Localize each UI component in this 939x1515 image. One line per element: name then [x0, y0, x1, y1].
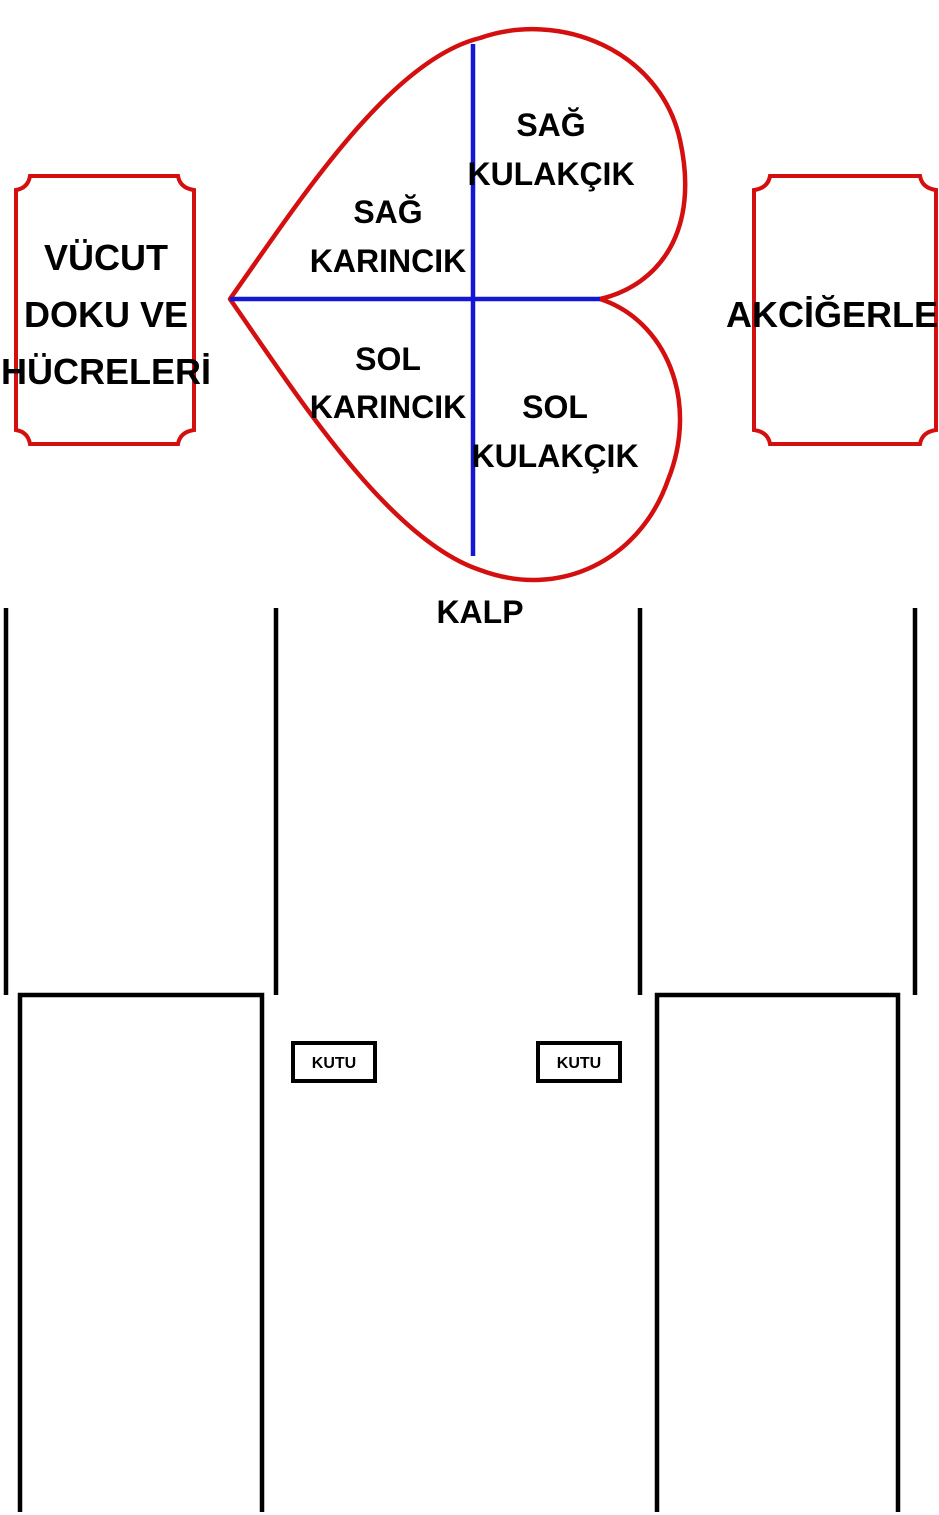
lungs-label: AKCİĞERLER: [726, 294, 939, 335]
left-atrium-label-line-1: SOL: [522, 389, 588, 425]
heart-outline: [230, 29, 685, 580]
body-tissues-label-line-2: DOKU VE: [24, 294, 188, 335]
left-atrium-label-line-2: KULAKÇIK: [471, 438, 638, 474]
right-atrium-label-line-2: KULAKÇIK: [467, 156, 634, 192]
left-ventricle-label-line-2: KARINCIK: [310, 389, 466, 425]
heart-caption: KALP: [436, 594, 523, 630]
right-ventricle-label-line-1: SAĞ: [353, 194, 422, 230]
body-tissues-label-line-3: HÜCRELERİ: [1, 351, 211, 392]
right-atrium-label-line-1: SAĞ: [516, 107, 585, 143]
left-ventricle-label-line-1: SOL: [355, 341, 421, 377]
body-tissues-label-line-1: VÜCUT: [44, 237, 168, 278]
lower-left-bracket: [20, 995, 262, 1512]
right-kutu-label: KUTU: [557, 1055, 601, 1072]
lower-right-bracket: [657, 995, 898, 1512]
right-ventricle-label-line-2: KARINCIK: [310, 243, 466, 279]
left-kutu-label: KUTU: [312, 1055, 356, 1072]
